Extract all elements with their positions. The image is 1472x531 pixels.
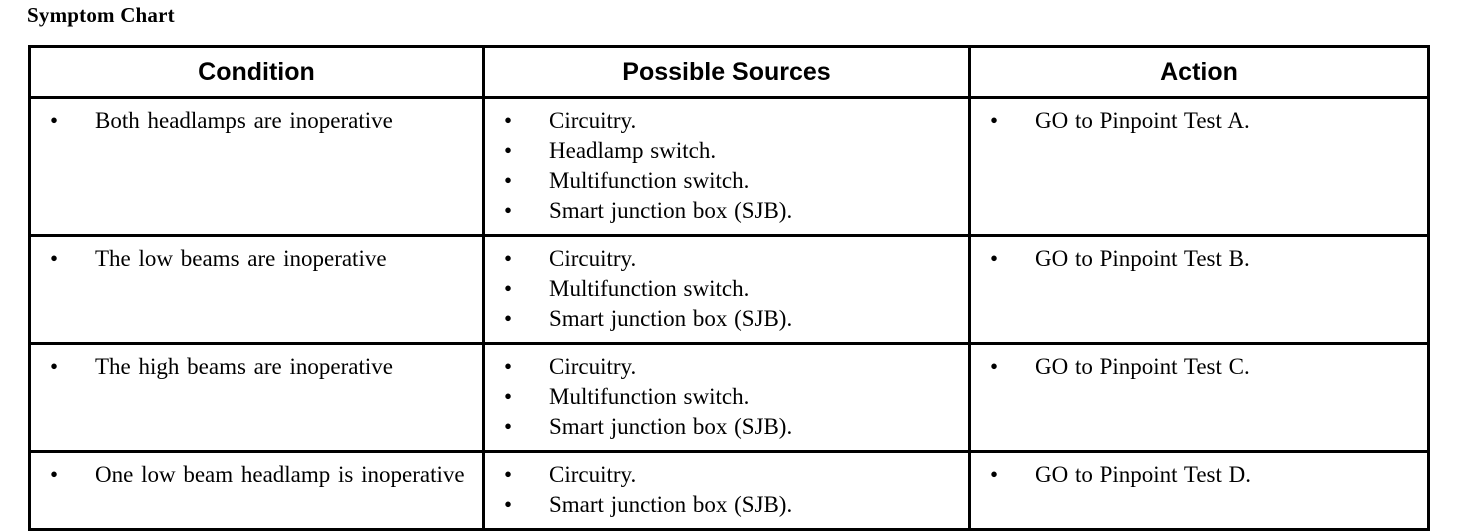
bullet-icon: • — [504, 414, 513, 439]
bullet-icon: • — [504, 276, 513, 301]
bullet-icon: • — [990, 246, 999, 271]
bullet-icon: • — [50, 246, 59, 271]
cell-action: • GO to Pinpoint Test C. — [968, 342, 1430, 453]
bullet-icon: • — [990, 354, 999, 379]
list-item: • Headlamp switch. — [491, 136, 962, 166]
possible-sources-bullet-list: • Circuitry. • Headlamp switch. • Multif… — [491, 106, 962, 226]
cell-condition: • Both headlamps are inoperative — [28, 96, 485, 237]
cell-condition: • The low beams are inoperative — [28, 234, 485, 345]
list-item: • Multifunction switch. — [491, 274, 962, 304]
bullet-icon: • — [990, 108, 999, 133]
list-item-label: Headlamp switch. — [549, 138, 717, 163]
list-item-label: Both headlamps are inoperative — [95, 108, 393, 133]
table-row: • The low beams are inoperative • Circui… — [28, 234, 1430, 345]
list-item: • GO to Pinpoint Test D. — [977, 460, 1421, 490]
table-row: • The high beams are inoperative • Circu… — [28, 342, 1430, 453]
list-item: • Both headlamps are inoperative — [37, 106, 476, 136]
table-body: • Both headlamps are inoperative • Circu… — [28, 96, 1430, 531]
list-item-label: GO to Pinpoint Test D. — [1035, 462, 1252, 487]
list-item-label: The high beams are inoperative — [95, 354, 393, 379]
possible-sources-bullet-list: • Circuitry. • Multifunction switch. • S… — [491, 244, 962, 334]
list-item-label: Circuitry. — [549, 354, 637, 379]
table-row: • Both headlamps are inoperative • Circu… — [28, 96, 1430, 237]
list-item: • Smart junction box (SJB). — [491, 490, 962, 520]
list-item: • Multifunction switch. — [491, 382, 962, 412]
symptom-chart-table: Condition Possible Sources Action • Both… — [28, 45, 1430, 531]
possible-sources-bullet-list: • Circuitry. • Multifunction switch. • S… — [491, 352, 962, 442]
list-item: • Circuitry. — [491, 106, 962, 136]
list-item-label: Smart junction box (SJB). — [549, 492, 793, 517]
list-item-label: Multifunction switch. — [549, 168, 750, 193]
cell-condition: • The high beams are inoperative — [28, 342, 485, 453]
bullet-icon: • — [504, 168, 513, 193]
list-item-label: One low beam headlamp is inoperative — [95, 462, 465, 487]
list-item: • Smart junction box (SJB). — [491, 304, 962, 334]
condition-bullet-list: • Both headlamps are inoperative — [37, 106, 476, 136]
column-header-condition: Condition — [28, 45, 485, 99]
bullet-icon: • — [504, 492, 513, 517]
list-item-label: Smart junction box (SJB). — [549, 414, 793, 439]
list-item-label: Circuitry. — [549, 246, 637, 271]
list-item-label: GO to Pinpoint Test C. — [1035, 354, 1250, 379]
page-title: Symptom Chart — [27, 3, 175, 27]
list-item-label: GO to Pinpoint Test A. — [1035, 108, 1250, 133]
bullet-icon: • — [504, 354, 513, 379]
condition-bullet-list: • The low beams are inoperative — [37, 244, 476, 274]
action-bullet-list: • GO to Pinpoint Test C. — [977, 352, 1421, 382]
list-item: • Smart junction box (SJB). — [491, 196, 962, 226]
action-bullet-list: • GO to Pinpoint Test B. — [977, 244, 1421, 274]
table-header: Condition Possible Sources Action — [28, 45, 1430, 99]
list-item: • The high beams are inoperative — [37, 352, 476, 382]
list-item-label: The low beams are inoperative — [95, 246, 387, 271]
list-item-label: Smart junction box (SJB). — [549, 306, 793, 331]
list-item-label: Multifunction switch. — [549, 384, 750, 409]
possible-sources-bullet-list: • Circuitry. • Smart junction box (SJB). — [491, 460, 962, 520]
table-row: • One low beam headlamp is inoperative •… — [28, 450, 1430, 531]
cell-possible-sources: • Circuitry. • Headlamp switch. • Multif… — [482, 96, 971, 237]
list-item: • GO to Pinpoint Test C. — [977, 352, 1421, 382]
condition-bullet-list: • One low beam headlamp is inoperative — [37, 460, 476, 490]
list-item: • The low beams are inoperative — [37, 244, 476, 274]
bullet-icon: • — [50, 354, 59, 379]
bullet-icon: • — [504, 108, 513, 133]
bullet-icon: • — [504, 306, 513, 331]
bullet-icon: • — [990, 462, 999, 487]
list-item: • Multifunction switch. — [491, 166, 962, 196]
list-item: • Smart junction box (SJB). — [491, 412, 962, 442]
list-item-label: Smart junction box (SJB). — [549, 198, 793, 223]
list-item-label: GO to Pinpoint Test B. — [1035, 246, 1250, 271]
cell-action: • GO to Pinpoint Test B. — [968, 234, 1430, 345]
list-item-label: Circuitry. — [549, 108, 637, 133]
list-item-label: Circuitry. — [549, 462, 637, 487]
condition-bullet-list: • The high beams are inoperative — [37, 352, 476, 382]
list-item: • GO to Pinpoint Test A. — [977, 106, 1421, 136]
column-header-action: Action — [968, 45, 1430, 99]
list-item: • Circuitry. — [491, 460, 962, 490]
list-item: • Circuitry. — [491, 352, 962, 382]
bullet-icon: • — [504, 246, 513, 271]
bullet-icon: • — [504, 384, 513, 409]
cell-possible-sources: • Circuitry. • Smart junction box (SJB). — [482, 450, 971, 531]
bullet-icon: • — [50, 108, 59, 133]
column-header-possible-sources: Possible Sources — [482, 45, 971, 99]
cell-possible-sources: • Circuitry. • Multifunction switch. • S… — [482, 234, 971, 345]
action-bullet-list: • GO to Pinpoint Test A. — [977, 106, 1421, 136]
list-item-label: Multifunction switch. — [549, 276, 750, 301]
bullet-icon: • — [504, 462, 513, 487]
cell-action: • GO to Pinpoint Test D. — [968, 450, 1430, 531]
list-item: • GO to Pinpoint Test B. — [977, 244, 1421, 274]
cell-condition: • One low beam headlamp is inoperative — [28, 450, 485, 531]
bullet-icon: • — [504, 198, 513, 223]
cell-action: • GO to Pinpoint Test A. — [968, 96, 1430, 237]
table-header-row: Condition Possible Sources Action — [28, 45, 1430, 99]
list-item: • One low beam headlamp is inoperative — [37, 460, 476, 490]
list-item: • Circuitry. — [491, 244, 962, 274]
cell-possible-sources: • Circuitry. • Multifunction switch. • S… — [482, 342, 971, 453]
bullet-icon: • — [504, 138, 513, 163]
symptom-chart-page: Symptom Chart Condition Possible Sources… — [27, 3, 1430, 531]
action-bullet-list: • GO to Pinpoint Test D. — [977, 460, 1421, 490]
bullet-icon: • — [50, 462, 59, 487]
